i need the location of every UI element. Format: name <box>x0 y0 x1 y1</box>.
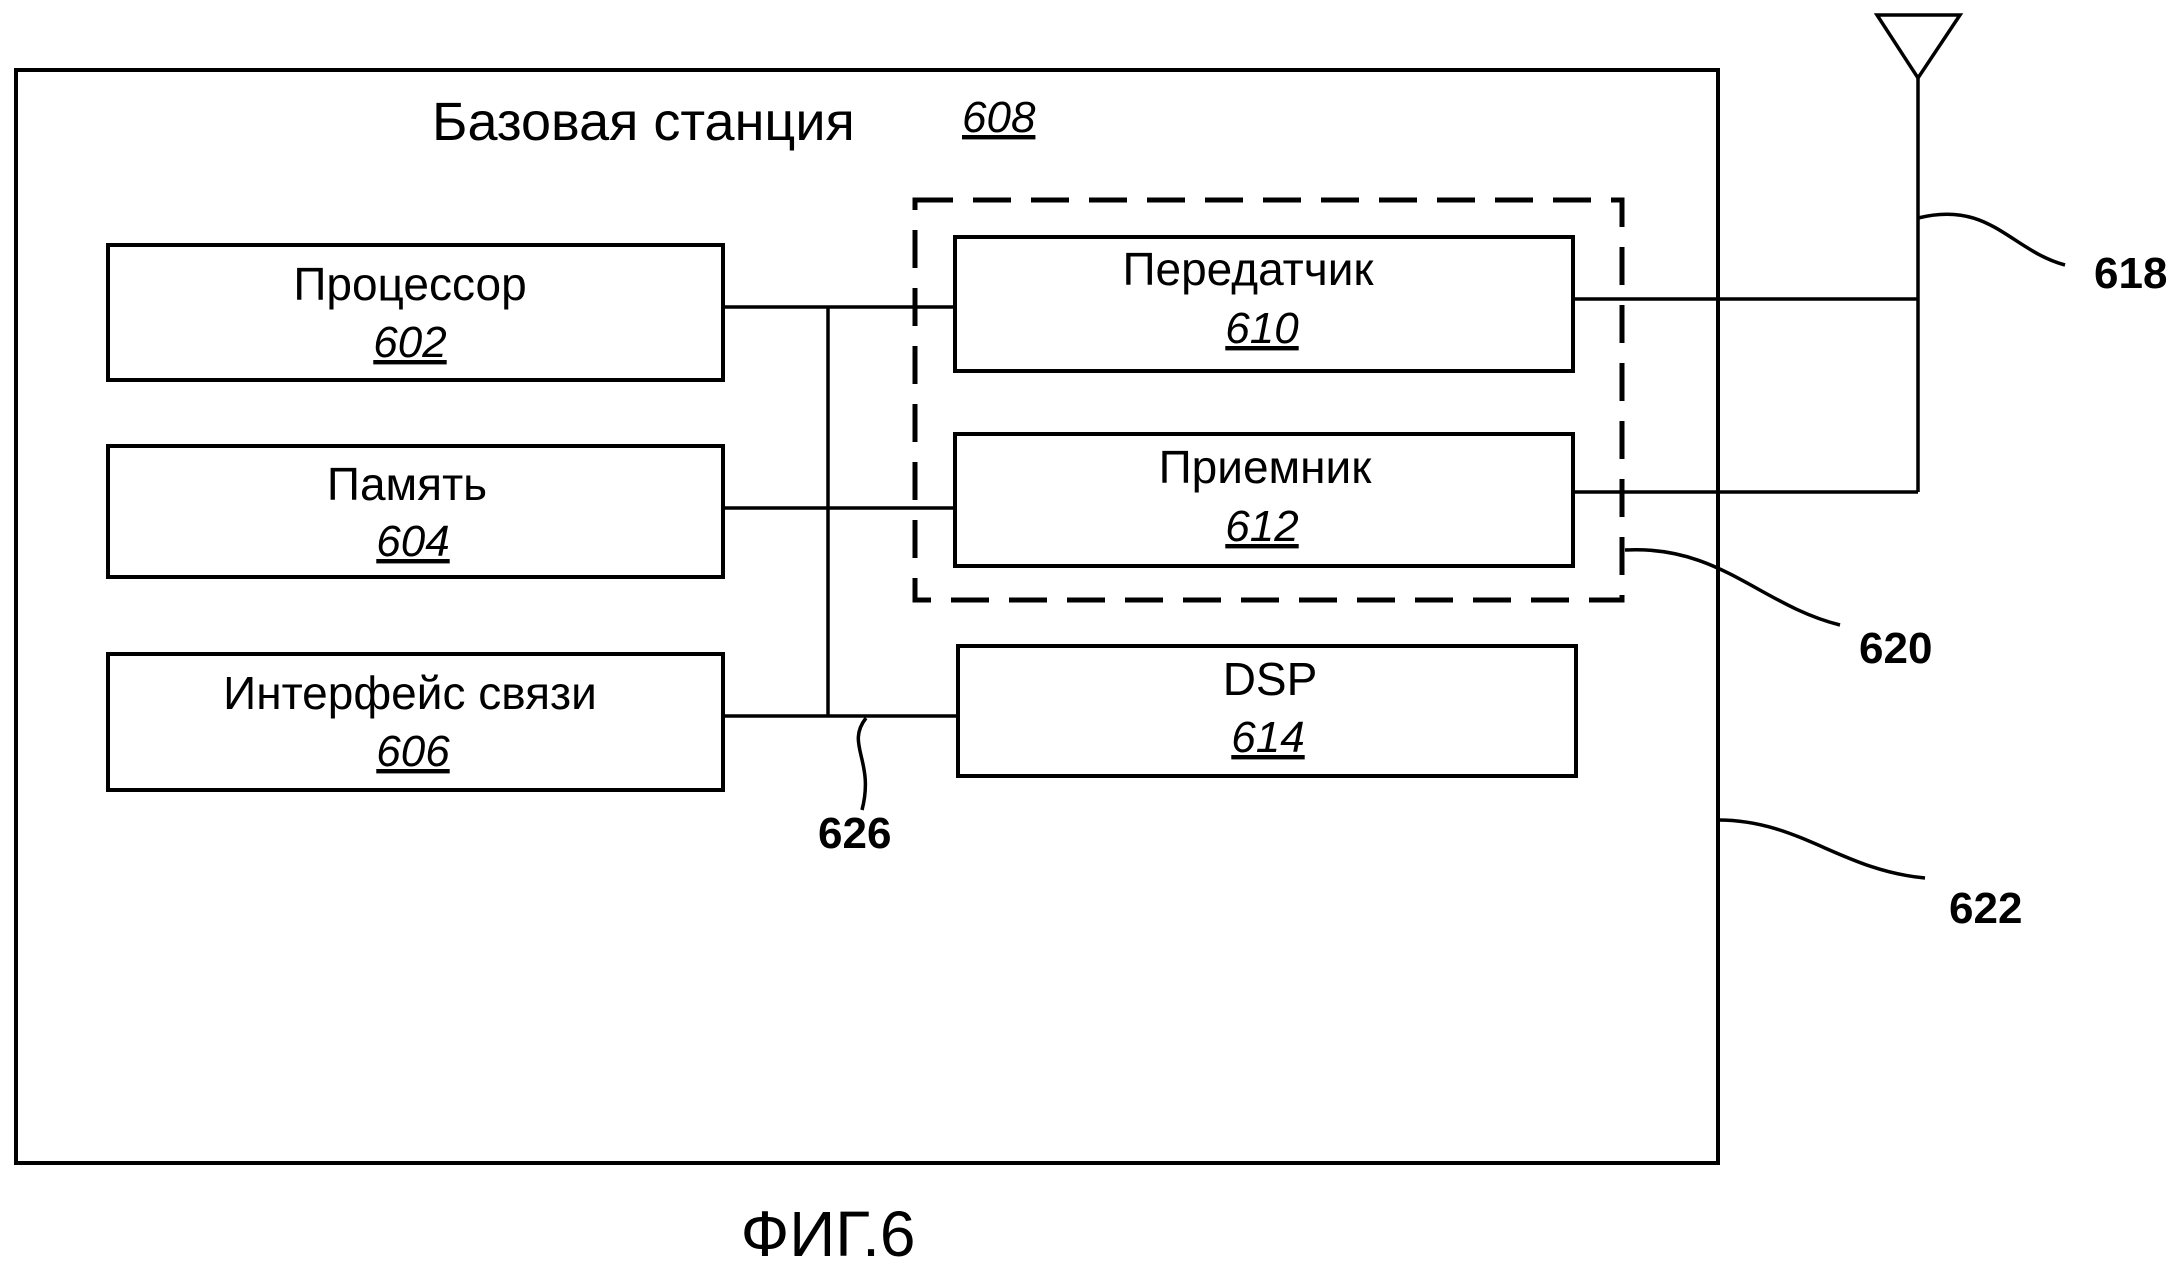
bus-lines <box>723 305 958 718</box>
processor-block: Процессор 602 <box>106 243 725 382</box>
comm-interface-block: Интерфейс связи 606 <box>106 652 725 792</box>
comm-interface-ref: 606 <box>376 727 450 776</box>
figure-caption: ФИГ.6 <box>741 1198 916 1268</box>
memory-label: Память <box>327 458 487 510</box>
transceiver-group-outline <box>912 197 1625 603</box>
callout-transceiver: 620 <box>1859 624 1932 673</box>
transmitter-ref: 610 <box>1225 304 1299 353</box>
memory-block: Память 604 <box>106 444 725 579</box>
transmitter-label: Передатчик <box>1122 243 1374 295</box>
receiver-block: Приемник 612 <box>953 432 1575 568</box>
dsp-label: DSP <box>1223 653 1318 705</box>
memory-ref: 604 <box>376 517 449 566</box>
receiver-ref: 612 <box>1225 502 1298 551</box>
antenna-icon <box>1873 13 1964 492</box>
dsp-ref: 614 <box>1231 713 1304 762</box>
callout-antenna: 618 <box>2094 249 2167 298</box>
callout-outline: 622 <box>1949 884 2022 933</box>
base-station-ref: 608 <box>962 93 1036 142</box>
dsp-block: DSP 614 <box>956 644 1578 778</box>
base-station-title: Базовая станция <box>432 92 855 152</box>
leader-lines <box>856 212 2066 880</box>
processor-ref: 602 <box>373 318 446 367</box>
antenna-feed-lines <box>1573 297 1918 494</box>
callout-bus: 626 <box>818 809 891 858</box>
processor-label: Процессор <box>293 258 526 310</box>
receiver-label: Приемник <box>1159 441 1373 493</box>
base-station-outline <box>14 68 1720 1165</box>
transmitter-block: Передатчик 610 <box>953 235 1575 373</box>
comm-interface-label: Интерфейс связи <box>223 667 597 719</box>
